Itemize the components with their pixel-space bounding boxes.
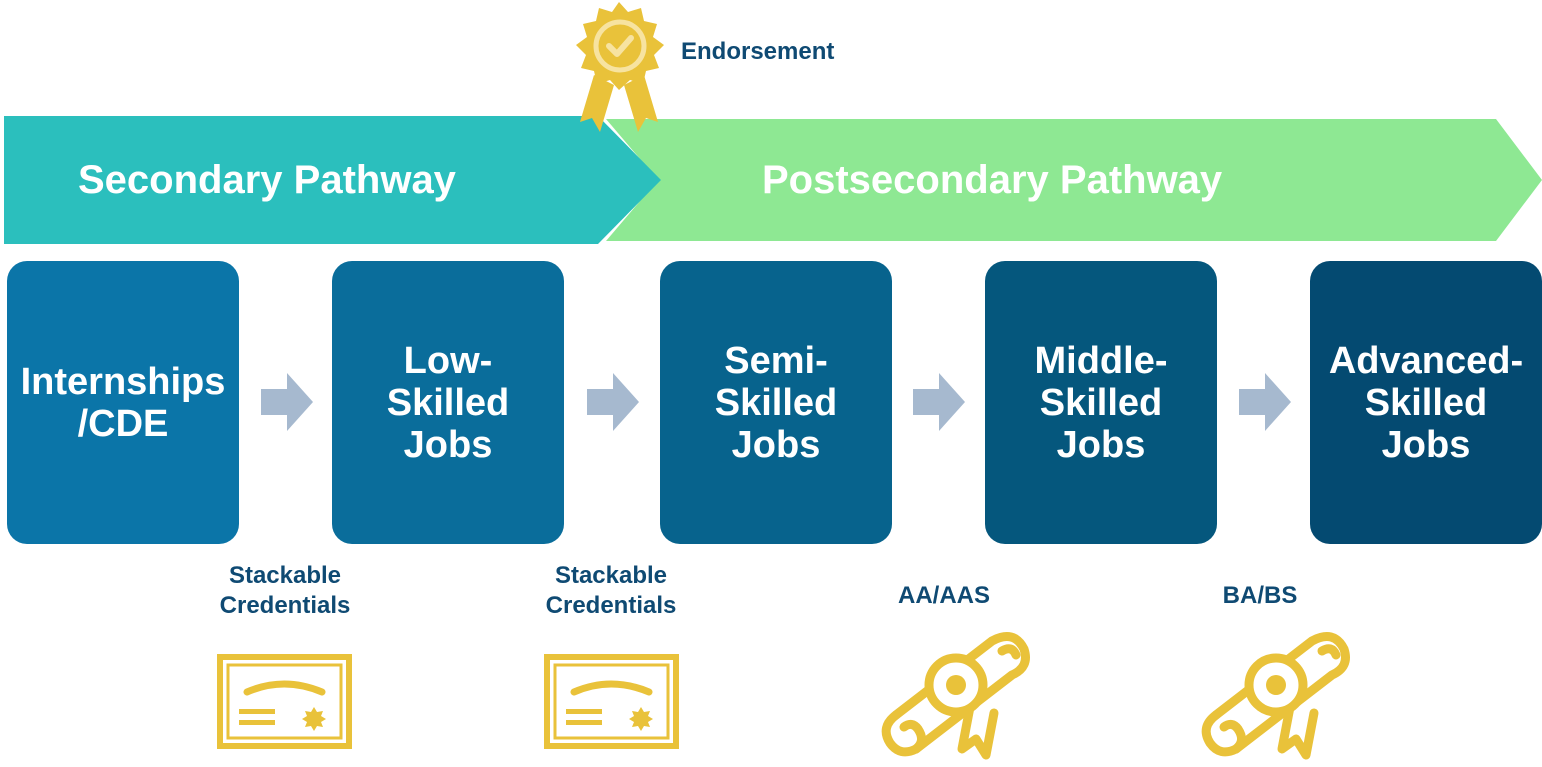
- credential-label-stackable-2: Stackable Credentials: [545, 562, 677, 619]
- right-arrow-icon: [1239, 373, 1291, 431]
- postsecondary-pathway-label: Postsecondary Pathway: [762, 158, 1223, 202]
- job-box-semi-skilled: Semi- Skilled Jobs: [660, 261, 892, 544]
- award-ribbon-icon: [576, 2, 664, 132]
- secondary-pathway-banner: [4, 116, 661, 244]
- credential-label-aa-aas: AA/AAS: [897, 582, 990, 609]
- secondary-pathway-label: Secondary Pathway: [78, 158, 456, 202]
- job-box-advanced-skilled: Advanced- Skilled Jobs: [1310, 261, 1542, 544]
- diploma-scroll-icon: [1201, 632, 1350, 760]
- certificate-icon: [544, 654, 679, 749]
- right-arrow-icon: [587, 373, 639, 431]
- endorsement-label: Endorsement: [681, 38, 835, 65]
- postsecondary-pathway-banner: [606, 119, 1542, 241]
- right-arrow-icon: [913, 373, 965, 431]
- job-box-internships: Internships /CDE: [7, 261, 239, 544]
- credential-label-stackable-1: Stackable Credentials: [219, 562, 351, 619]
- job-box-low-skilled: Low- Skilled Jobs: [332, 261, 564, 544]
- certificate-icon: [217, 654, 352, 749]
- job-box-middle-skilled: Middle- Skilled Jobs: [985, 261, 1217, 544]
- pathway-banners: [4, 116, 1542, 244]
- credential-label-ba-bs: BA/BS: [1222, 582, 1298, 609]
- diploma-scroll-icon: [881, 632, 1030, 760]
- right-arrow-icon: [261, 373, 313, 431]
